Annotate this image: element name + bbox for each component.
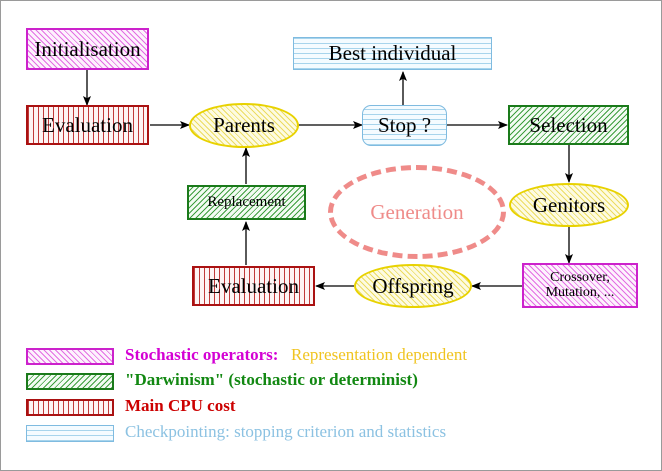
node-best-individual[interactable]: Best individual — [293, 37, 492, 70]
legend-label-main-cpu-cost: Main CPU cost — [125, 396, 236, 415]
node-parents[interactable]: Parents — [189, 103, 299, 148]
legend-swatch-stochastic-operators — [26, 348, 114, 365]
legend-swatch-darwinism — [26, 373, 114, 390]
node-evaluation-bottom[interactable]: Evaluation — [192, 266, 315, 306]
node-selection-label: Selection — [529, 112, 608, 137]
node-crossover-mutation[interactable]: Crossover, Mutation, ... — [522, 263, 638, 308]
node-offspring[interactable]: Offspring — [354, 264, 472, 308]
node-replacement[interactable]: Replacement — [187, 185, 306, 220]
legend-label-representation-dependent: Representation dependent — [291, 345, 468, 364]
node-genitors-label: Genitors — [532, 192, 606, 217]
legend-swatch-checkpointing — [26, 425, 114, 442]
node-initialisation[interactable]: Initialisation — [26, 28, 149, 70]
node-best-individual-label: Best individual — [328, 41, 457, 66]
node-selection[interactable]: Selection — [508, 105, 629, 145]
node-genitors[interactable]: Genitors — [509, 183, 629, 227]
legend-swatch-main-cpu-cost — [26, 399, 114, 416]
node-evaluation-top[interactable]: Evaluation — [26, 105, 149, 145]
legend-label-darwinism: "Darwinism" (stochastic or determinist) — [125, 370, 418, 389]
node-generation: Generation — [328, 165, 506, 259]
node-initialisation-label: Initialisation — [34, 36, 141, 61]
node-stop-label: Stop ? — [377, 113, 432, 138]
legend-label-stochastic-operators: Stochastic operators: — [125, 345, 279, 364]
node-generation-label: Generation — [370, 199, 464, 224]
node-stop[interactable]: Stop ? — [362, 105, 447, 146]
node-crossover-mutation-label: Crossover, Mutation, ... — [545, 269, 615, 300]
node-evaluation-top-label: Evaluation — [42, 112, 133, 137]
node-parents-label: Parents — [213, 113, 275, 138]
node-replacement-label: Replacement — [207, 193, 286, 210]
node-evaluation-bottom-label: Evaluation — [208, 273, 299, 298]
legend-label-checkpointing: Checkpointing: stopping criterion and st… — [125, 422, 447, 441]
node-offspring-label: Offspring — [372, 273, 454, 298]
